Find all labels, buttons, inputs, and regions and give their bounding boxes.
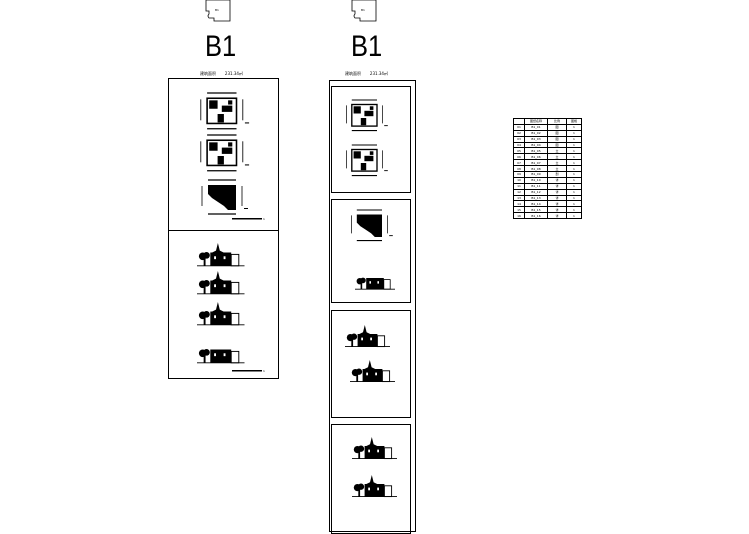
elevation-drawing (197, 349, 245, 364)
key-plan-icon: B1 (205, 0, 231, 22)
table-cell: 1 (566, 159, 582, 167)
area-label: 建筑面积 (345, 71, 361, 76)
elevation-drawing (345, 325, 391, 348)
table-cell: 1 (566, 182, 582, 190)
elevation-drawing (352, 475, 398, 498)
table-cell: 1 (566, 188, 582, 196)
table-cell: 1 (566, 200, 582, 208)
scale-bar: 1 (232, 369, 265, 373)
key-plan-icon: B1 (351, 0, 377, 22)
scale-bar: 1 (232, 217, 265, 221)
area-caption: 建筑面积 231.34㎡ (200, 71, 243, 77)
area-caption: 建筑面积 231.34㎡ (345, 71, 388, 77)
elevation-drawing (352, 437, 398, 460)
area-value: 231.34㎡ (224, 71, 243, 76)
elevation-drawing (355, 277, 396, 290)
floor-plan-drawing (200, 92, 250, 130)
floor-plan-drawing (346, 99, 388, 132)
svg-text:B1: B1 (215, 8, 219, 12)
table-cell: 1 (566, 153, 582, 161)
table-cell: 1 (566, 123, 582, 131)
table-cell: 1 (566, 141, 582, 149)
elevation-drawing (350, 360, 396, 383)
floor-plan-drawing (351, 209, 393, 242)
area-value: 231.34㎡ (369, 71, 388, 76)
table-cell: 1 (566, 147, 582, 155)
area-label: 建筑面积 (200, 71, 216, 76)
elevation-drawing (197, 243, 245, 267)
table-cell: 1 (566, 194, 582, 202)
divider (168, 230, 279, 231)
table-cell: 1 (566, 171, 582, 178)
sheet-1[interactable] (331, 86, 411, 193)
sheet-title: B1 (351, 30, 383, 63)
svg-text:B1: B1 (361, 8, 365, 12)
table-cell: 1 (566, 206, 582, 214)
table-cell: 1 (566, 212, 582, 220)
sheet-3[interactable] (331, 310, 411, 418)
table-cell: 1 (566, 165, 582, 173)
svg-text:1: 1 (263, 217, 265, 221)
floor-plan-drawing (346, 144, 388, 177)
elevation-drawing (197, 271, 245, 295)
elevation-drawing (197, 302, 245, 326)
sheet-title: B1 (205, 30, 237, 63)
table-cell: 1 (566, 176, 582, 184)
floor-plan-drawing (201, 179, 248, 215)
sheet-frame-left[interactable] (168, 78, 279, 379)
sheet-2[interactable] (331, 199, 411, 303)
svg-text:1: 1 (263, 369, 265, 373)
table-cell: 1 (566, 135, 582, 143)
floor-plan-drawing (200, 134, 250, 172)
table-cell: 1 (566, 129, 582, 137)
